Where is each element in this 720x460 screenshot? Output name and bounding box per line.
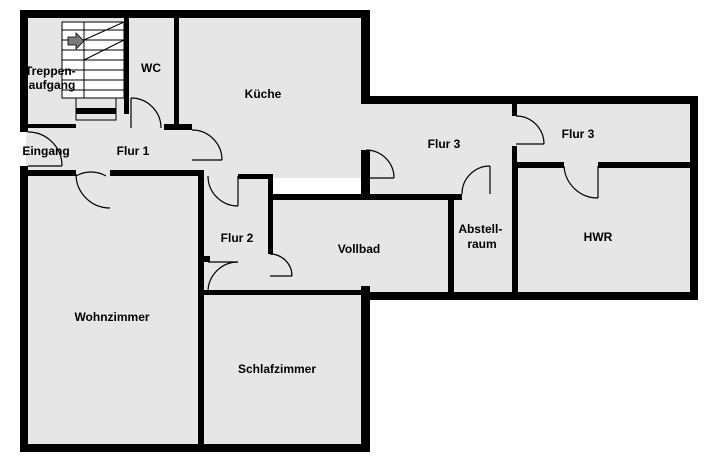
walls [20, 10, 698, 452]
doors [27, 97, 599, 293]
label-hwr: HWR [584, 230, 613, 244]
arrow-right-icon [67, 32, 85, 50]
label-eingang: Eingang [22, 144, 69, 158]
label-abstellraum-line1: Abstell- [458, 222, 502, 236]
label-schlafzimmer: Schlafzimmer [238, 362, 316, 376]
label-wohnzimmer: Wohnzimmer [74, 310, 149, 324]
room-labels: Treppen- aufgang WC Küche Eingang Flur 1… [22, 61, 612, 376]
label-flur2: Flur 2 [221, 231, 254, 245]
label-treppenaufgang-line2: aufgang [29, 78, 76, 92]
label-kueche: Küche [245, 87, 282, 101]
label-abstellraum: Abstell- raum [458, 222, 505, 251]
label-treppenaufgang-line1: Treppen- [25, 64, 76, 78]
label-wc: WC [141, 61, 161, 75]
label-flur3-left: Flur 3 [428, 137, 461, 151]
label-flur1: Flur 1 [117, 144, 150, 158]
label-abstellraum-line2: raum [467, 237, 496, 251]
label-vollbad: Vollbad [338, 242, 380, 256]
label-treppenaufgang: Treppen- aufgang [25, 64, 79, 92]
label-flur3-right: Flur 3 [562, 127, 595, 141]
staircase [61, 21, 125, 121]
room-fills [26, 18, 692, 444]
